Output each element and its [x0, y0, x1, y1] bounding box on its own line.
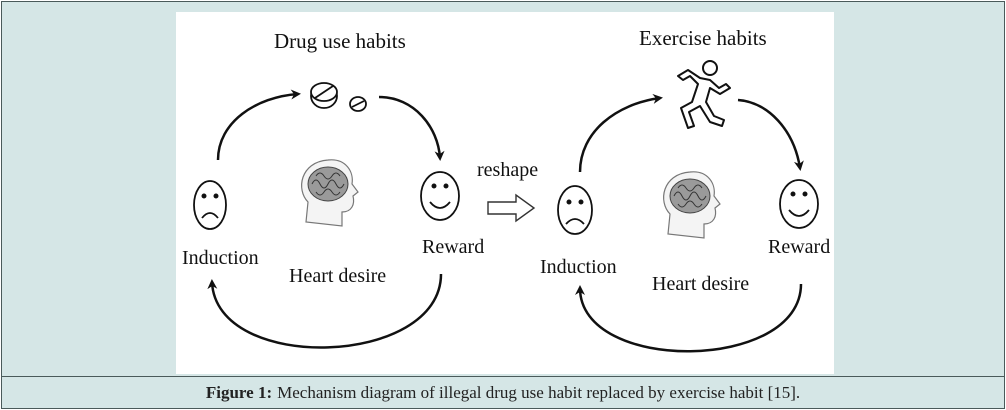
- happy-face-icon: [420, 171, 460, 221]
- left-panel-title: Drug use habits: [274, 29, 406, 53]
- figure-caption: Figure 1: Mechanism diagram of illegal d…: [2, 376, 1004, 409]
- head-brain-icon: [301, 159, 359, 227]
- left-heart-desire-label: Heart desire: [289, 265, 386, 287]
- arrow-induction-to-exercise: [578, 93, 663, 173]
- sad-face-icon: [557, 185, 593, 235]
- right-induction-label: Induction: [540, 256, 617, 278]
- diagram-area: Drug use habits: [176, 12, 834, 374]
- caption-text: Mechanism diagram of illegal drug use ha…: [277, 383, 801, 402]
- arrow-reward-to-induction: [207, 273, 443, 349]
- pill-icon: [310, 82, 367, 112]
- caption-label: Figure 1:: [205, 383, 273, 402]
- running-person-icon: [677, 60, 731, 129]
- sad-face-icon: [193, 180, 227, 230]
- arrow-exercise-to-reward: [737, 98, 804, 171]
- right-panel-title: Exercise habits: [639, 26, 767, 50]
- happy-face-icon: [779, 179, 819, 229]
- habit-diagram: Drug use habits: [182, 26, 830, 353]
- right-heart-desire-label: Heart desire: [652, 273, 749, 295]
- arrow-reward-to-induction-right: [575, 283, 803, 353]
- right-reward-label: Reward: [768, 236, 830, 258]
- left-reward-label: Reward: [422, 236, 484, 258]
- arrow-induction-to-drug: [216, 89, 301, 161]
- head-brain-icon: [663, 171, 721, 239]
- left-induction-label: Induction: [182, 247, 259, 269]
- reshape-label: reshape: [477, 159, 538, 181]
- hollow-arrow-icon: [487, 193, 536, 223]
- arrow-drug-to-reward: [378, 95, 445, 161]
